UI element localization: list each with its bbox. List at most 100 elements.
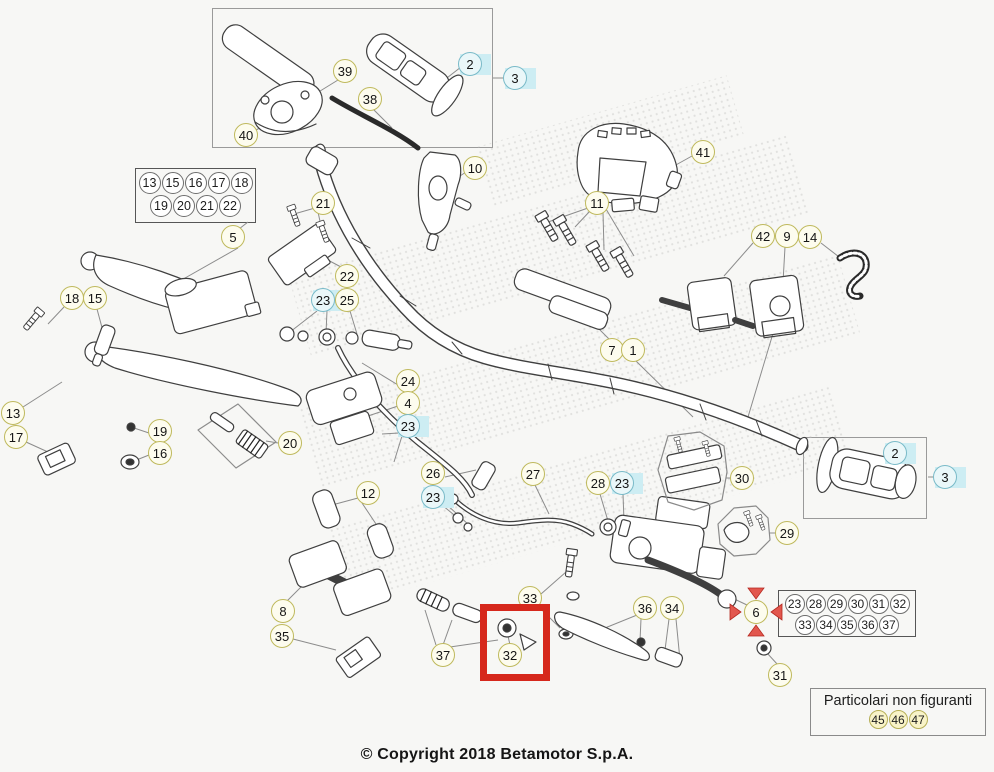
callout-10[interactable]: 10 xyxy=(463,156,487,180)
brake-lever-hardware-drawing xyxy=(554,547,684,668)
callout-23[interactable]: 23 xyxy=(311,288,335,312)
legend-top-item-20[interactable]: 20 xyxy=(173,195,195,217)
clutch-lever-drawing xyxy=(21,306,383,476)
callout-20[interactable]: 20 xyxy=(278,431,302,455)
callout-9[interactable]: 9 xyxy=(775,224,799,248)
callout-30[interactable]: 30 xyxy=(730,466,754,490)
callout-23[interactable]: 23 xyxy=(610,471,634,495)
grommet-drawing xyxy=(756,640,772,656)
legend-bottom-item-34[interactable]: 34 xyxy=(816,615,836,635)
callout-19[interactable]: 19 xyxy=(148,419,172,443)
headlight-mask-drawing xyxy=(576,122,683,213)
parts-line-art xyxy=(21,24,917,678)
legend-bottom-item-36[interactable]: 36 xyxy=(858,615,878,635)
legend-top-item-19[interactable]: 19 xyxy=(150,195,172,217)
callout-14[interactable]: 14 xyxy=(798,225,822,249)
callout-21[interactable]: 21 xyxy=(311,191,335,215)
callout-15[interactable]: 15 xyxy=(83,286,107,310)
callout-32[interactable]: 32 xyxy=(498,643,522,667)
bracket-35-drawing xyxy=(335,636,382,678)
callout-17[interactable]: 17 xyxy=(4,425,28,449)
red-crosshair-marker xyxy=(729,587,783,637)
spring-kit-37-drawing xyxy=(416,588,537,651)
callout-28[interactable]: 28 xyxy=(586,471,610,495)
legend-top-item-13[interactable]: 13 xyxy=(138,172,161,194)
callout-37[interactable]: 37 xyxy=(431,643,455,667)
callout-5[interactable]: 5 xyxy=(221,225,245,249)
not-shown-item-45[interactable]: 45 xyxy=(868,710,888,729)
bar-clamp-drawing xyxy=(659,249,870,339)
not-shown-item-46[interactable]: 46 xyxy=(888,710,908,729)
grip-frame xyxy=(803,437,927,519)
brake-hose-drawing xyxy=(447,461,632,538)
callout-13[interactable]: 13 xyxy=(1,401,25,425)
callout-42[interactable]: 42 xyxy=(751,224,775,248)
legend-bottom-item-33[interactable]: 33 xyxy=(795,615,815,635)
callout-31[interactable]: 31 xyxy=(768,663,792,687)
callout-2[interactable]: 2 xyxy=(458,52,482,76)
callout-12[interactable]: 12 xyxy=(356,481,380,505)
legend-bottom-item-23[interactable]: 23 xyxy=(784,594,805,614)
throttle-assembly-drawing xyxy=(221,24,464,176)
callout-41[interactable]: 41 xyxy=(691,140,715,164)
legend-top-item-21[interactable]: 21 xyxy=(196,195,218,217)
callout-34[interactable]: 34 xyxy=(660,596,684,620)
legend-top-item-16[interactable]: 16 xyxy=(184,172,207,194)
callout-7[interactable]: 7 xyxy=(600,338,624,362)
callout-4[interactable]: 4 xyxy=(396,391,420,415)
legend-bottom-item-32[interactable]: 32 xyxy=(889,594,910,614)
bar-mount-drawing xyxy=(513,209,637,330)
callout-27[interactable]: 27 xyxy=(521,462,545,486)
not-shown-item-47[interactable]: 47 xyxy=(908,710,928,729)
spring-kit-20 xyxy=(197,403,277,469)
callout-1[interactable]: 1 xyxy=(621,338,645,362)
kill-switch-drawing xyxy=(417,151,472,251)
callout-24[interactable]: 24 xyxy=(396,369,420,393)
legend-bottom-item-29[interactable]: 29 xyxy=(826,594,847,614)
callout-16[interactable]: 16 xyxy=(148,441,172,465)
callout-8[interactable]: 8 xyxy=(271,599,295,623)
pad-kit-drawing xyxy=(657,431,728,511)
callout-11[interactable]: 11 xyxy=(585,191,609,215)
parts-not-shown-title: Particolari non figuranti xyxy=(823,693,973,709)
callout-22[interactable]: 22 xyxy=(335,264,359,288)
callout-23[interactable]: 23 xyxy=(421,485,445,509)
bar-riser-drawing xyxy=(288,489,394,617)
legend-bottom-item-35[interactable]: 35 xyxy=(837,615,857,635)
callout-38[interactable]: 38 xyxy=(358,87,382,111)
red-highlight-box xyxy=(480,604,550,681)
legend-top-item-17[interactable]: 17 xyxy=(207,172,230,194)
callout-6[interactable]: 6 xyxy=(744,600,768,624)
callout-29[interactable]: 29 xyxy=(775,521,799,545)
callout-40[interactable]: 40 xyxy=(234,123,258,147)
washer-row-drawing xyxy=(279,326,413,351)
legend-top-item-15[interactable]: 15 xyxy=(161,172,184,194)
bracket-plate-drawing xyxy=(267,203,337,286)
callout-35[interactable]: 35 xyxy=(270,624,294,648)
legend-bottom-item-30[interactable]: 30 xyxy=(847,594,868,614)
callout-26[interactable]: 26 xyxy=(421,461,445,485)
clip-kit-drawing xyxy=(717,505,771,557)
callout-3[interactable]: 3 xyxy=(503,66,527,90)
legend-bottom-item-37[interactable]: 37 xyxy=(879,615,899,635)
legend-bottom-item-31[interactable]: 31 xyxy=(868,594,889,614)
callout-36[interactable]: 36 xyxy=(633,596,657,620)
brake-master-cylinder-drawing xyxy=(609,495,737,609)
callout-23[interactable]: 23 xyxy=(396,414,420,438)
callout-18[interactable]: 18 xyxy=(60,286,84,310)
callout-3[interactable]: 3 xyxy=(933,465,957,489)
legend-top-item-18[interactable]: 18 xyxy=(230,172,253,194)
legend-bottom-item-28[interactable]: 28 xyxy=(805,594,826,614)
callout-25[interactable]: 25 xyxy=(335,288,359,312)
callout-2[interactable]: 2 xyxy=(883,441,907,465)
legend-top-item-22[interactable]: 22 xyxy=(219,195,241,217)
callout-39[interactable]: 39 xyxy=(333,59,357,83)
